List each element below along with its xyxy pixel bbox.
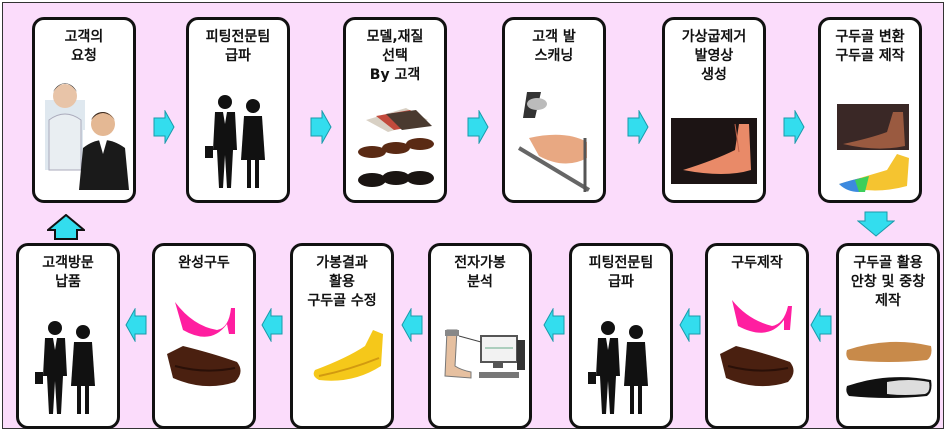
step-label: 구두골 활용 안창 및 중창 제작 xyxy=(850,255,926,309)
step-label: 구두제작 xyxy=(731,255,783,271)
customer-portraits-icon xyxy=(45,83,129,190)
foot-scanner-icon xyxy=(517,92,591,192)
business-team-icon xyxy=(588,321,648,414)
step-customer-request: 고객의 요청 xyxy=(32,17,136,203)
step-model-material-selection: 모델,재질 선택 By 고객 xyxy=(343,17,447,203)
step-label: 피팅전문팀 급파 xyxy=(205,29,271,64)
step-virtual-heel-removal: 가상굽제거 발영상 생성 xyxy=(662,17,766,203)
insoles-icon xyxy=(846,341,932,398)
business-team-icon xyxy=(205,95,265,188)
computer-analysis-icon xyxy=(444,329,525,379)
left-arrow-icon xyxy=(125,308,147,342)
step-label: 가상굽제거 발영상 생성 xyxy=(681,29,747,83)
step-label: 전자가봉 분석 xyxy=(454,255,506,290)
right-arrow-icon xyxy=(783,110,805,144)
left-arrow-icon xyxy=(543,308,565,342)
step-electronic-fitting-analysis: 전자가봉 분석 xyxy=(428,243,532,429)
material-swatches-and-shoes-icon xyxy=(358,108,434,187)
step-shoe-making: 구두제작 xyxy=(705,243,809,429)
left-arrow-icon xyxy=(261,308,283,342)
down-arrow-icon xyxy=(857,211,895,237)
foot-image-icon xyxy=(671,118,757,184)
step-label: 고객 발 스캐닝 xyxy=(532,29,576,64)
step-last-conversion: 구두골 변환 구두골 제작 xyxy=(818,17,922,203)
step-label: 고객방문 납품 xyxy=(42,255,94,290)
step-label: 완성구두 xyxy=(178,255,230,271)
step-insole-midsole: 구두골 활용 안창 및 중창 제작 xyxy=(836,243,940,429)
shoe-last-icon xyxy=(837,104,909,192)
up-arrow-icon xyxy=(47,214,85,240)
step-foot-scanning: 고객 발 스캐닝 xyxy=(502,17,606,203)
step-finished-shoes: 완성구두 xyxy=(152,243,256,429)
step-last-modification: 가봉결과 활용 구두골 수정 xyxy=(290,243,394,429)
left-arrow-icon xyxy=(810,308,832,342)
step-customer-delivery: 고객방문 납품 xyxy=(16,243,120,429)
step-label: 가봉결과 활용 구두골 수정 xyxy=(307,255,377,309)
business-team-icon xyxy=(35,321,95,414)
step-label: 모델,재질 선택 By 고객 xyxy=(366,29,424,83)
step-fitting-team-dispatch: 피팅전문팀 급파 xyxy=(186,17,290,203)
right-arrow-icon xyxy=(627,110,649,144)
process-diagram: 고객의 요청 피팅전문팀 급파 xyxy=(2,2,944,429)
yellow-shoe-last-icon xyxy=(313,330,383,381)
left-arrow-icon xyxy=(401,308,423,342)
step-label: 구두골 변환 구두골 제작 xyxy=(835,29,905,64)
shoes-icon xyxy=(720,300,794,387)
step-fitting-team-dispatch-2: 피팅전문팀 급파 xyxy=(569,243,673,429)
left-arrow-icon xyxy=(679,308,701,342)
step-label: 피팅전문팀 급파 xyxy=(588,255,654,290)
right-arrow-icon xyxy=(310,110,332,144)
finished-shoes-icon xyxy=(167,302,241,387)
right-arrow-icon xyxy=(467,110,489,144)
right-arrow-icon xyxy=(153,110,175,144)
step-label: 고객의 요청 xyxy=(64,29,104,64)
